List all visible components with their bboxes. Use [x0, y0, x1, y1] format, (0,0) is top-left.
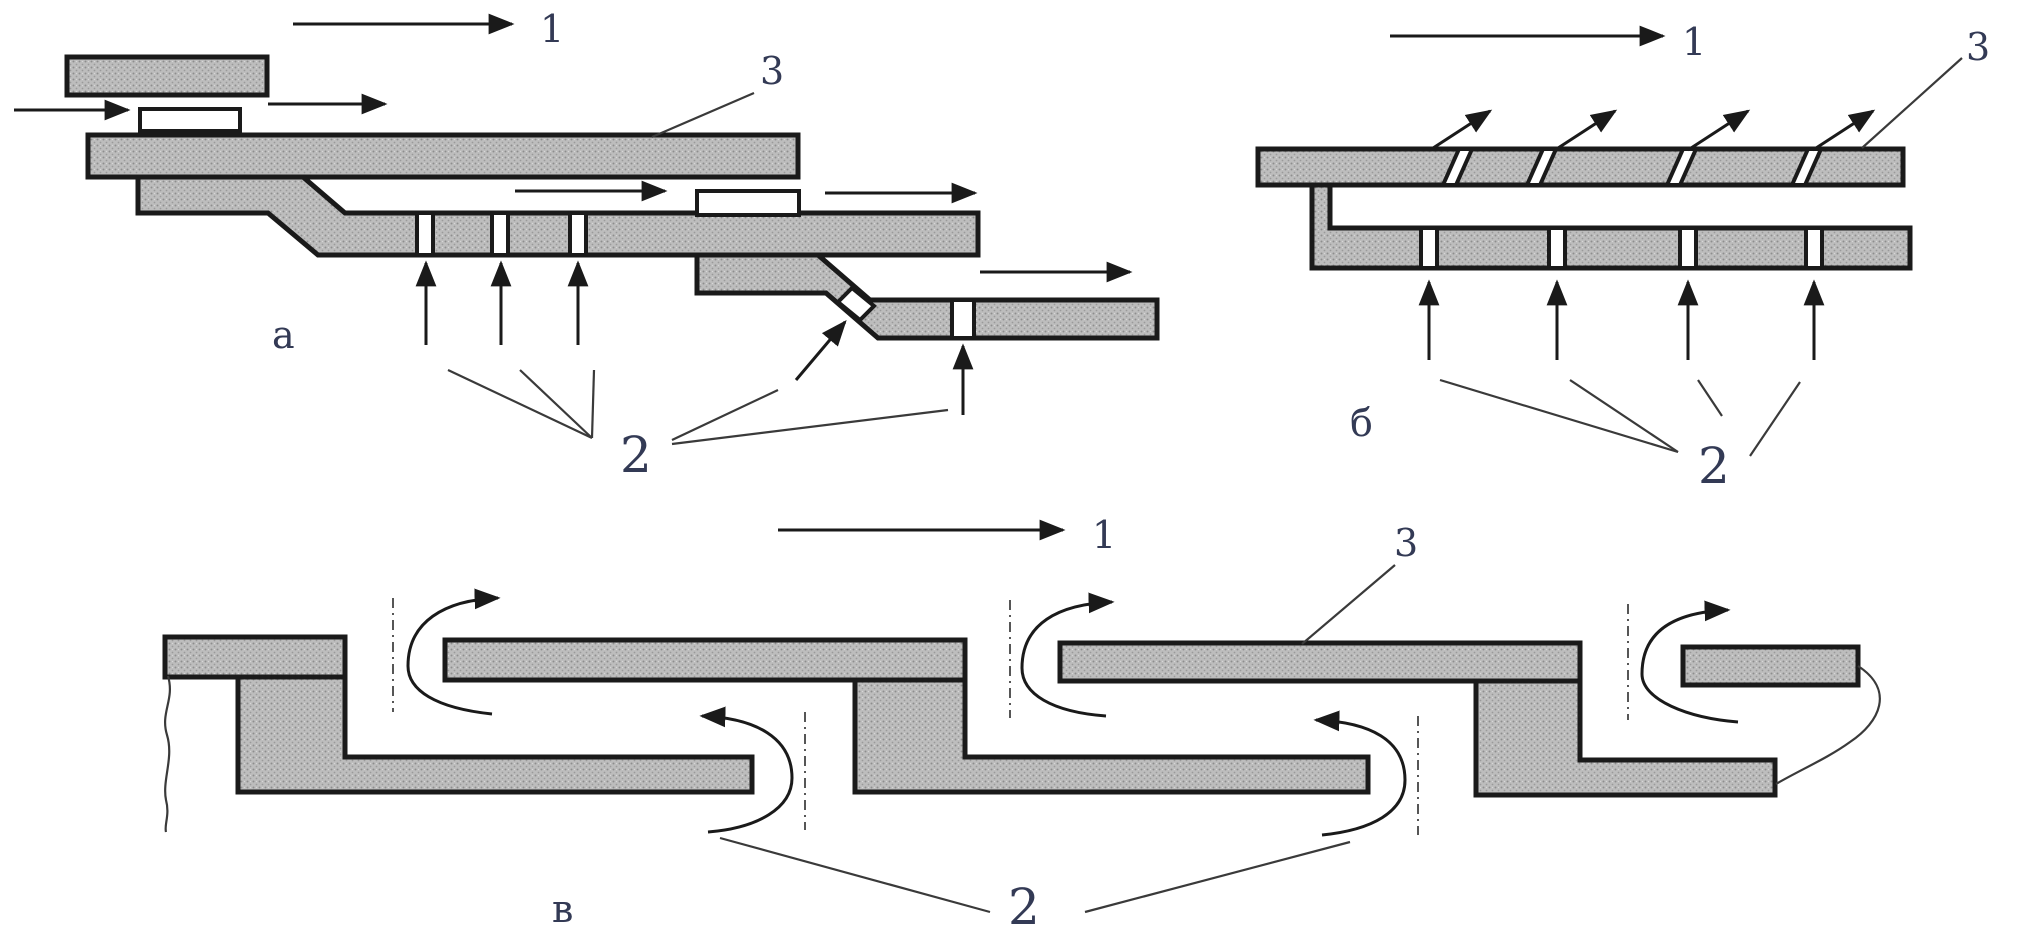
panel-letter-b: б	[1350, 401, 1373, 445]
callout-line-3-c	[1301, 564, 1396, 645]
hole-a3	[568, 211, 588, 257]
callout-2-a-l2	[519, 369, 593, 439]
hole-a4	[950, 298, 976, 340]
plate-c2-top	[442, 637, 968, 683]
panel-b: 1 3 2 б	[1255, 20, 1990, 495]
hole-b4	[1804, 226, 1824, 270]
curved-arrow-c-upper3	[1640, 600, 1739, 724]
callout-2-b-l2	[1569, 379, 1679, 453]
wavy-edge-right	[1775, 665, 1881, 785]
label-1-b: 1	[1682, 20, 1706, 64]
hole-b1	[1419, 226, 1439, 270]
label-1-c: 1	[1092, 513, 1116, 557]
slot-b3	[1663, 147, 1700, 187]
curved-arrow-c-upper1	[406, 588, 501, 716]
callout-2-a-l5	[671, 408, 949, 446]
label-2-b: 2	[1698, 437, 1730, 495]
plate-c3-step	[1473, 678, 1778, 798]
callout-2-a-l4	[671, 389, 779, 441]
label-3-a: 3	[760, 49, 784, 93]
label-2-c: 2	[1008, 878, 1040, 927]
hole-b2	[1547, 226, 1567, 270]
curved-arrow-c-upper2	[1020, 592, 1115, 718]
callout-2-a-l3	[590, 369, 596, 439]
curved-arrow-c-lower2	[1313, 710, 1407, 837]
panel-letter-c: в	[552, 887, 573, 927]
callout-2-b-l4	[1749, 381, 1801, 457]
callout-2-c-l2	[1084, 840, 1351, 914]
callout-line-3-b	[1861, 57, 1963, 149]
slot-b4	[1788, 147, 1825, 187]
angled-hole-a	[835, 285, 877, 323]
plate-c1-top	[162, 634, 348, 680]
exit-arrow-b3	[1687, 109, 1751, 152]
stepped-plate-a	[135, 174, 981, 258]
plate-c4-top	[1680, 644, 1861, 688]
curved-arrow-c-lower1	[699, 706, 794, 834]
callout-2-b-l3	[1697, 379, 1723, 417]
panel-c: 1 3 2 в	[162, 513, 1881, 927]
lower-stepped-plate-a	[694, 252, 1160, 341]
middle-gap-block	[695, 189, 801, 217]
upper-small-plate	[64, 54, 270, 98]
exit-arrow-b2	[1554, 109, 1618, 152]
label-3-b: 3	[1966, 25, 1990, 69]
wavy-edge-left	[164, 675, 171, 833]
exit-arrow-b4	[1812, 109, 1876, 152]
hole-a1	[415, 211, 435, 257]
callout-2-a-l1	[447, 369, 593, 439]
plate-c2-step	[852, 677, 1371, 795]
callout-2-b-l1	[1439, 378, 1679, 454]
slot-b1	[1439, 147, 1476, 187]
jet-arrow-a4	[794, 320, 847, 381]
upper-gap-block	[138, 107, 242, 133]
hole-a2	[490, 211, 510, 257]
panel-letter-a: а	[272, 313, 295, 357]
panel-a: 1 3 2 а	[14, 7, 1160, 484]
exit-arrow-b1	[1429, 109, 1493, 152]
callout-line-3-a	[651, 91, 755, 139]
label-1-a: 1	[540, 7, 564, 51]
main-plate-3-a	[85, 132, 801, 180]
plate-c1-step	[235, 674, 755, 795]
label-2-a: 2	[620, 426, 652, 484]
lower-plate-b	[1309, 182, 1913, 271]
label-3-c: 3	[1394, 521, 1418, 565]
hole-b3	[1678, 226, 1698, 270]
callout-2-c-l1	[719, 836, 991, 914]
plate-c3-top	[1057, 640, 1583, 684]
